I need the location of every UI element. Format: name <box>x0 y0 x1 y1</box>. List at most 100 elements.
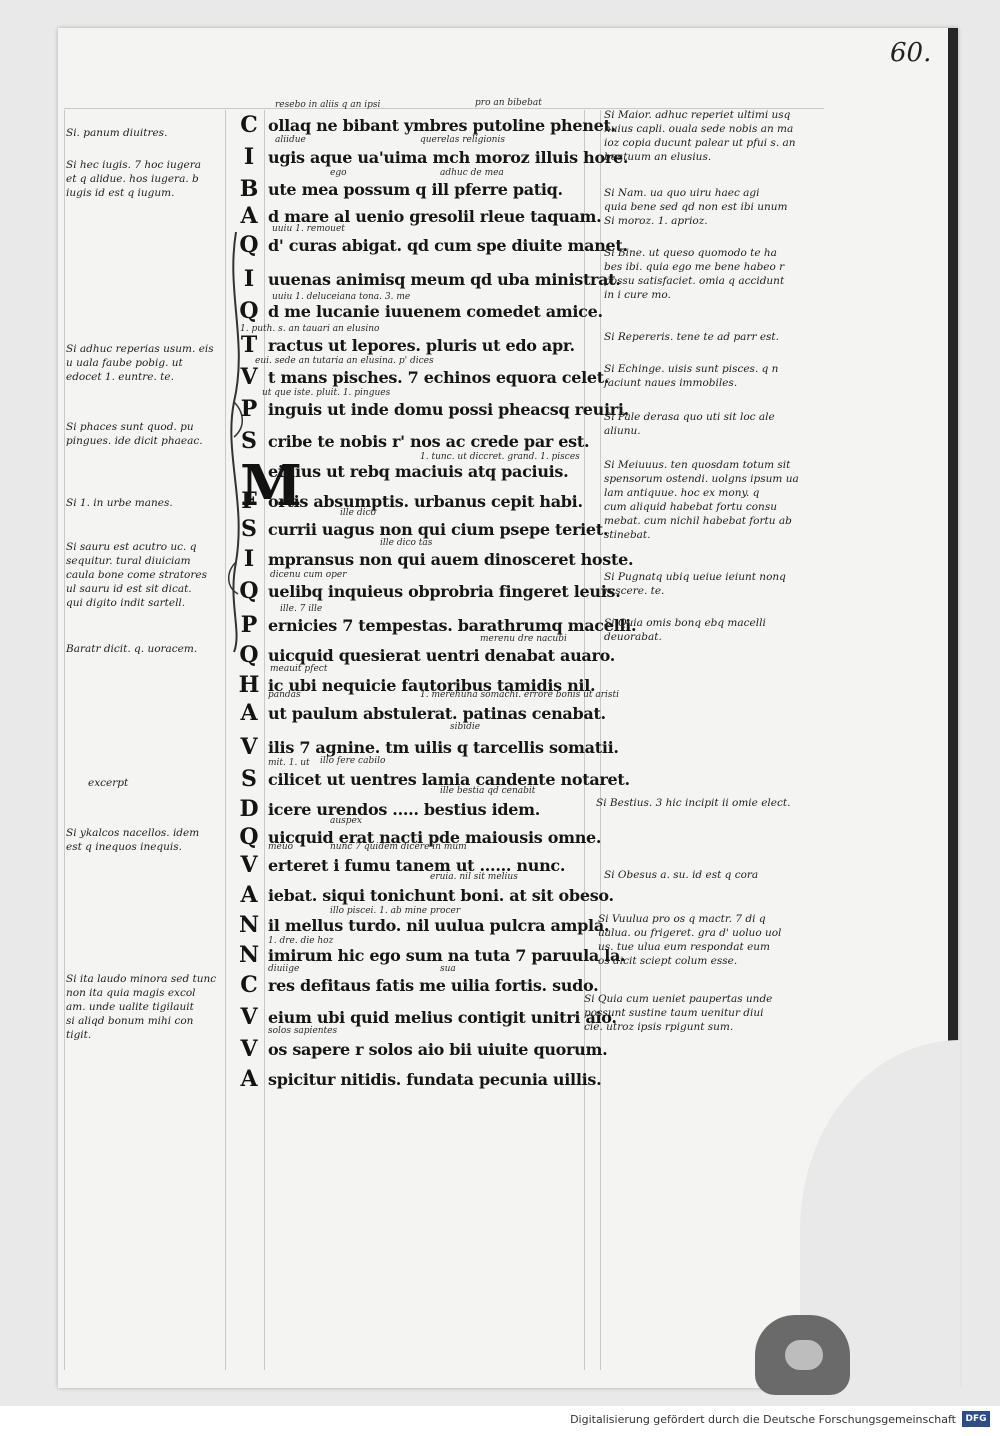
interlinear-gloss: meuo <box>268 842 294 852</box>
main-text-line: mpransus non qui auem dinosceret hoste. <box>268 550 634 569</box>
right-marginal-note: Si Quia omis bonq ebq macelli deuorabat. <box>604 617 766 643</box>
line-initial: I <box>243 144 255 170</box>
text-rule-right <box>584 110 585 1370</box>
footer-bar <box>0 1406 1000 1436</box>
interlinear-gloss: eui. sede an tutaria an elusina. p' dice… <box>255 356 434 366</box>
main-text-line: iebat. siqui tonichunt boni. at sit obes… <box>268 886 614 905</box>
main-text-line: uicquid erat nacti pde maiousis omne. <box>268 828 602 847</box>
right-marginal-note: Si Maior. adhuc reperiet ultimi usq huiu… <box>604 109 796 163</box>
line-initial: A <box>240 882 258 908</box>
interlinear-gloss: ille dico tas <box>380 538 433 548</box>
interlinear-gloss: dicenu cum oper <box>270 570 347 580</box>
interlinear-gloss: illo fere cabilo <box>320 756 386 766</box>
funding-credit: Digitalisierung gefördert durch die Deut… <box>570 1413 956 1426</box>
interlinear-gloss: illo piscei. 1. ab mine procer <box>330 906 461 916</box>
line-initial: V <box>240 364 258 390</box>
left-marginal-note: Si sauru est acutro uc. q sequitur. tura… <box>66 541 207 609</box>
right-marginal-note: Si Repereris. tene te ad parr est. <box>604 331 779 343</box>
main-text-line: icere urendos ..... bestius idem. <box>268 800 541 819</box>
main-text-line: uuenas animisq meum qd uba ministrat. <box>268 270 621 289</box>
main-text-line: il mellus turdo. nil uulua pulcra ampla. <box>268 916 610 935</box>
line-initial: Q <box>239 298 259 324</box>
line-initial: D <box>239 796 259 822</box>
interlinear-gloss: eruia. nil sit melius <box>430 872 518 882</box>
main-text-line: inguis ut inde domu possi pheacsq reuiri… <box>268 400 629 419</box>
right-marginal-note: Si Pugnatq ubiq ueiue ieiunt nonq rescer… <box>604 571 786 597</box>
line-initial: A <box>240 700 258 726</box>
main-text-line: ilis 7 agnine. tm uilis q tarcellis soma… <box>268 738 619 757</box>
left-marginal-note: Baratr dicit. q. uoracem. <box>66 643 198 655</box>
main-text-line: eiuius ut rebq maciuis atq paciuis. <box>268 462 569 481</box>
line-initial: S <box>241 428 257 454</box>
line-initial: S <box>241 516 257 542</box>
line-initial: N <box>238 912 260 938</box>
main-text-line: cilicet ut uentres lamia candente notare… <box>268 770 630 789</box>
line-initial: P <box>240 396 258 422</box>
interlinear-gloss: nunc 7 quidem dicere in mum <box>330 842 467 852</box>
right-marginal-note: Si Bine. ut queso quomodo te ha bes ibi.… <box>604 247 785 301</box>
left-marginal-note: excerpt <box>88 777 129 789</box>
main-text-line: ractus ut lepores. pluris ut edo apr. <box>268 336 575 355</box>
main-text-line: eium ubi quid melius contigit unitri aio… <box>268 1008 617 1027</box>
line-initial: V <box>240 852 258 878</box>
line-initial: F <box>241 488 257 514</box>
dfg-logo: DFG <box>962 1411 990 1427</box>
main-text-line: uicquid quesierat uentri denabat auaro. <box>268 646 615 665</box>
top-rule <box>64 108 824 109</box>
line-initial: H <box>238 672 260 698</box>
folio-number: 60. <box>890 38 932 68</box>
left-marginal-note: Si hec iugis. 7 hoc iugera et q alidue. … <box>66 159 202 199</box>
interlinear-gloss: auspex <box>330 816 362 826</box>
text-rule-left <box>264 110 265 1370</box>
main-text-line: uelibq inquieus obprobria fingeret leuis… <box>268 582 621 601</box>
line-initial: V <box>240 1004 258 1030</box>
line-initial: B <box>239 176 259 202</box>
main-text-line: ut paulum abstulerat. patinas cenabat. <box>268 704 606 723</box>
main-text-line: os sapere r solos aio bii uiuite quorum. <box>268 1040 608 1059</box>
main-text-line: ic ubi nequicie fautoribus tamidis nil. <box>268 676 596 695</box>
interlinear-gloss: pandas <box>268 690 301 700</box>
line-initial: T <box>240 332 258 358</box>
right-marginal-note: Si Meiuuus. ten quosdam totum sit spenso… <box>604 459 799 541</box>
main-text-line: ugis aque ua'uima mch moroz illuis hore. <box>268 148 629 167</box>
right-column-rule <box>600 110 601 1370</box>
right-marginal-note: Si Quia cum ueniet paupertas unde possun… <box>584 993 773 1033</box>
interlinear-gloss: adhuc de mea <box>440 168 504 178</box>
interlinear-gloss: ut que iste. pluit. 1. pingues <box>262 388 391 398</box>
interlinear-gloss: sua <box>440 964 456 974</box>
line-initial: Q <box>239 824 259 850</box>
manuscript-page <box>58 28 958 1388</box>
right-marginal-note: Si Nam. ua quo uiru haec agi quia bene s… <box>604 187 788 227</box>
main-text-line: d mare al uenio gresolil rleue taquam. <box>268 207 602 226</box>
right-marginal-note: Si Vuulua pro os q mactr. 7 di q ualua. … <box>598 913 782 967</box>
line-initial: A <box>240 203 258 229</box>
main-text-line: ollaq ne bibant ymbres putoline phenet. <box>268 116 616 135</box>
interlinear-gloss: meauit pfect <box>270 664 328 674</box>
right-marginal-note: Si Obesus a. su. id est q cora <box>604 869 759 881</box>
interlinear-gloss: sibidie <box>450 722 481 732</box>
interlinear-gloss: 1. dre. die hoz <box>268 936 334 946</box>
main-text-line: ortis absumptis. urbanus cepit habi. <box>268 492 583 511</box>
line-initial: Q <box>239 642 259 668</box>
left-marginal-note: Si phaces sunt quod. pu pingues. ide dic… <box>66 421 203 447</box>
main-text-line: t mans pisches. 7 echinos equora celet. <box>268 368 610 387</box>
right-marginal-note: Si Pale derasa quo uti sit loc ale aliun… <box>604 411 775 437</box>
left-marginal-note: Si. panum diuitres. <box>66 127 168 139</box>
interlinear-gloss: uuiu 1. deluceiana tona. 3. me <box>272 292 411 302</box>
line-initial: V <box>240 734 258 760</box>
main-text-line: cribe te nobis r' nos ac crede par est. <box>268 432 590 451</box>
interlinear-gloss: ille bestia qd cenabit <box>440 786 536 796</box>
left-marginal-note: Si ykalcos nacellos. idem est q inequos … <box>66 827 200 853</box>
line-initial: Q <box>239 232 259 258</box>
interlinear-gloss: mit. 1. ut <box>268 758 310 768</box>
left-marginal-note: Si 1. in urbe manes. <box>66 497 173 509</box>
interlinear-gloss: uuiu 1. remouet <box>272 224 345 234</box>
interlinear-gloss: 1. merehuna somachi. errore bonis ut ari… <box>420 690 620 700</box>
main-text-line: ute mea possum q ill pferre patiq. <box>268 180 563 199</box>
line-initial: N <box>238 942 260 968</box>
interlinear-gloss: 1. puth. s. an tauari an elusino <box>240 324 380 334</box>
line-initial: P <box>240 612 258 638</box>
main-text-line: currii uagus non qui cium psepe teriet. <box>268 520 609 539</box>
main-text-line: erteret i fumu tanem ut ...... nunc. <box>268 856 566 875</box>
interlinear-gloss: ego <box>330 168 347 178</box>
